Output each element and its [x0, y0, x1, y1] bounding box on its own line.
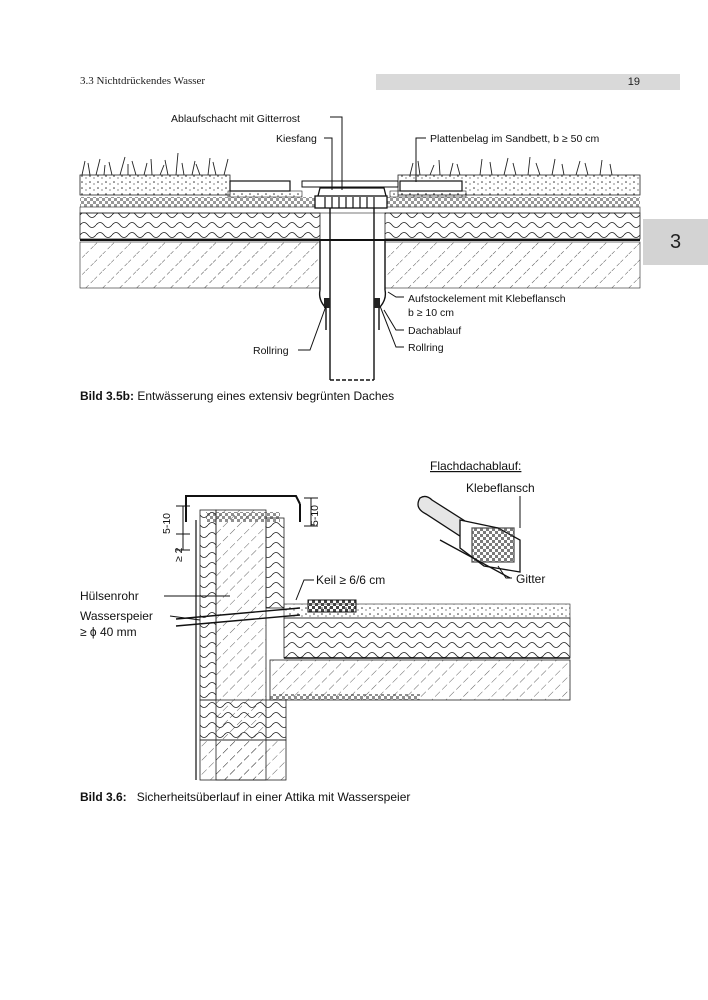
label-kiesfang: Kiesfang — [276, 133, 317, 145]
figure-1-caption-text: Entwässerung eines extensiv begrünten Da… — [134, 389, 395, 403]
label-gitter: Gitter — [516, 572, 545, 586]
figure-1-drawing: Ablaufschacht mit Gitterrost Kiesfang Pl… — [79, 113, 641, 381]
dim-2: ≥ 2 — [173, 547, 185, 562]
label-aufstockelement-width: b ≥ 10 cm — [408, 307, 454, 319]
label-klebeflansch: Klebeflansch — [466, 481, 535, 495]
dim-5-10-left: 5-10 — [161, 513, 173, 534]
label-wasserspeier-diameter: ≥ ϕ 40 mm — [80, 625, 137, 639]
label-keil: Keil ≥ 6/6 cm — [316, 573, 385, 587]
label-rollring-right: Rollring — [408, 342, 444, 354]
chapter-tab: 3 — [643, 219, 708, 265]
flachdachablauf-inset — [417, 495, 521, 579]
figure-2-caption-label: Bild 3.6: — [80, 790, 127, 804]
figure-1-caption: Bild 3.5b: Entwässerung eines extensiv b… — [80, 389, 394, 403]
label-plattenbelag: Plattenbelag im Sandbett, b ≥ 50 cm — [430, 133, 599, 145]
page-number: 19 — [627, 76, 640, 88]
header-bar: 19 — [376, 74, 680, 90]
figure-2-caption: Bild 3.6: Sicherheitsüberlauf in einer A… — [80, 790, 410, 804]
figure-2-caption-text: Sicherheitsüberlauf in einer Attika mit … — [126, 790, 411, 804]
section-title: 3.3 Nichtdrückendes Wasser — [80, 75, 206, 87]
vegetation — [81, 152, 613, 176]
chapter-number: 3 — [669, 231, 682, 253]
label-aufstockelement: Aufstockelement mit Klebeflansch — [408, 293, 566, 305]
figure-1-caption-label: Bild 3.5b: — [80, 389, 135, 403]
label-flachdachablauf: Flachdachablauf: — [430, 459, 521, 473]
dim-5-10-right: 5-10 — [309, 505, 321, 526]
label-ablaufschacht: Ablaufschacht mit Gitterrost — [171, 113, 300, 125]
label-dachablauf: Dachablauf — [408, 325, 461, 337]
figure-2-drawing: 5-10 ≥ 2 5-10 Flachdachablauf: Klebeflan… — [80, 459, 571, 781]
label-huelsenrohr: Hülsenrohr — [80, 589, 139, 603]
label-rollring-left: Rollring — [253, 345, 289, 357]
label-wasserspeier: Wasserspeier — [80, 609, 153, 623]
